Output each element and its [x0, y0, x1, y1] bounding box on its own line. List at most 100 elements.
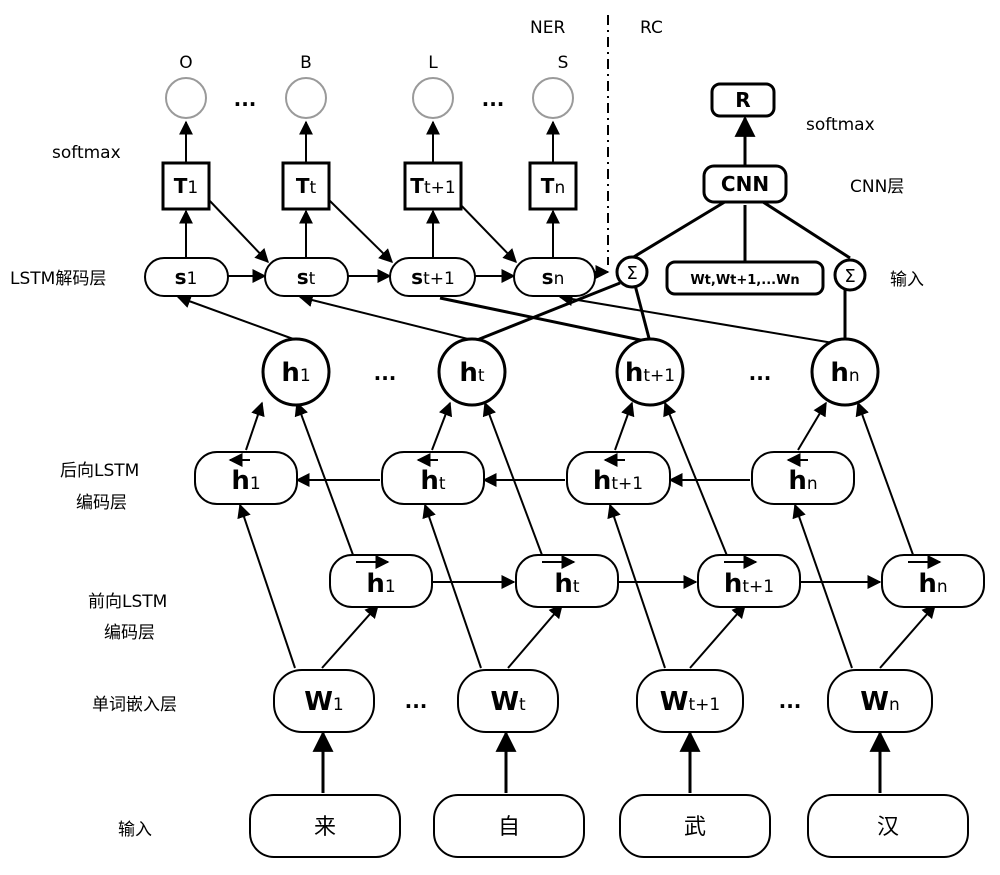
decoder-node-row: s1 st st+1 sn — [144, 257, 596, 297]
tag-output-circle — [532, 77, 574, 119]
backward-lstm-label-2: 编码层 — [76, 493, 127, 513]
tag-label: S — [558, 53, 569, 73]
t-node — [528, 161, 578, 211]
hidden-node-label: h1 — [281, 358, 310, 388]
tag-output-circle — [412, 77, 454, 119]
rc-input-label: 输入 — [890, 270, 924, 290]
embedding-node-label: Wn — [860, 687, 899, 717]
ellipsis: ... — [749, 361, 772, 385]
ellipsis: ... — [405, 689, 428, 713]
sum-node — [615, 255, 649, 289]
backward-lstm-node — [751, 451, 855, 505]
input-char-box — [249, 794, 401, 858]
forward-lstm-label: hn — [918, 569, 947, 599]
backward-lstm-label: ht — [420, 466, 446, 496]
hidden-node-label: ht+1 — [625, 358, 675, 388]
hidden-node — [437, 337, 507, 407]
hidden-node-row: h1 ht ht+1 hn ... ... — [261, 337, 880, 407]
input-layer-label: 输入 — [118, 820, 152, 840]
tag-label: B — [300, 53, 312, 73]
embedding-node — [636, 669, 744, 733]
ellipsis: ... — [779, 689, 802, 713]
word-window-label: Wt,Wt+1,...Wn — [690, 273, 799, 288]
sum-node-label: Σ — [844, 266, 855, 287]
lstm-decoder-label: LSTM解码层 — [10, 269, 106, 289]
embedding-node — [827, 669, 933, 733]
cnn-node — [702, 164, 788, 204]
t-node — [281, 161, 331, 211]
ellipsis: ... — [482, 87, 505, 111]
backward-lstm-label: hn — [788, 466, 817, 496]
input-char: 汉 — [877, 815, 899, 840]
forward-lstm-label: ht — [554, 569, 580, 599]
ellipsis: ... — [234, 87, 257, 111]
relation-output-label: R — [735, 88, 750, 112]
ellipsis: ... — [374, 361, 397, 385]
input-char: 来 — [314, 815, 336, 840]
ner-section-label: NER — [530, 18, 565, 38]
decoder-node-label: sn — [542, 265, 565, 289]
t-node-label: T1 — [174, 174, 198, 198]
backward-lstm-label: h1 — [231, 466, 260, 496]
t-node-label: Tt+1 — [410, 174, 455, 198]
t-node — [403, 161, 463, 211]
embedding-node-label: Wt+1 — [660, 687, 720, 717]
hidden-node-label: ht — [459, 358, 485, 388]
forward-lstm-label-1: 前向LSTM — [88, 592, 167, 612]
decoder-node-label: st — [297, 265, 316, 289]
tag-label: O — [179, 53, 192, 73]
t-node-label: Tt — [296, 174, 317, 198]
forward-lstm-label: h1 — [366, 569, 395, 599]
forward-lstm-label-2: 编码层 — [104, 623, 155, 643]
embedding-node-label: W1 — [304, 687, 344, 717]
input-char-box — [807, 794, 969, 858]
hidden-node — [810, 337, 880, 407]
input-char-box — [433, 794, 585, 858]
cnn-node-label: CNN — [721, 172, 769, 196]
relation-output-node — [710, 82, 776, 118]
sum-node-label: Σ — [626, 263, 637, 284]
decoder-node-label: st+1 — [411, 265, 455, 289]
cnn-layer-label: CNN层 — [850, 177, 904, 197]
backward-lstm-label: ht+1 — [593, 466, 643, 496]
backward-lstm-label-1: 后向LSTM — [60, 461, 139, 481]
input-char: 自 — [498, 815, 520, 840]
embedding-row: W1 Wt Wt+1 Wn ... ... — [273, 669, 933, 733]
input-char-row: 来 自 武 汉 — [249, 794, 969, 858]
decoder-node — [264, 257, 349, 297]
softmax-left-label: softmax — [52, 143, 121, 163]
backward-lstm-node — [381, 451, 485, 505]
t-node-label: Tn — [541, 174, 565, 198]
tag-label: L — [428, 53, 438, 73]
t-node-row: T1 Tt Tt+1 Tn — [161, 161, 578, 211]
embedding-node — [273, 669, 375, 733]
embedding-node-label: Wt — [490, 687, 526, 717]
embedding-node — [457, 669, 559, 733]
word-window-node — [665, 260, 825, 296]
hidden-node-label: hn — [830, 358, 859, 388]
input-char: 武 — [684, 815, 706, 840]
softmax-right-label: softmax — [806, 115, 875, 135]
t-node — [161, 161, 211, 211]
decoder-node — [513, 257, 596, 297]
decoder-node-label: s1 — [175, 265, 198, 289]
forward-lstm-row: h1 ht ht+1 hn — [329, 554, 985, 608]
backward-lstm-node — [194, 451, 298, 505]
edges — [176, 115, 936, 793]
hidden-node — [261, 337, 331, 407]
hidden-node — [615, 337, 685, 407]
sum-node — [833, 258, 867, 292]
forward-lstm-label: ht+1 — [724, 569, 774, 599]
backward-lstm-node — [566, 451, 671, 505]
backward-lstm-row: h1 ht ht+1 hn — [194, 451, 855, 505]
embedding-layer-label: 单词嵌入层 — [92, 695, 177, 715]
input-char-box — [619, 794, 771, 858]
rc-section-label: RC — [640, 18, 663, 38]
tag-output-circle — [165, 77, 207, 119]
tag-output-circle — [285, 77, 327, 119]
decoder-node — [144, 257, 229, 297]
decoder-node — [389, 257, 476, 297]
tag-output-row: O B L S ... ... — [165, 53, 574, 119]
rc-branch: R CNN Σ Wt,Wt+1,...Wn Σ — [615, 82, 867, 296]
